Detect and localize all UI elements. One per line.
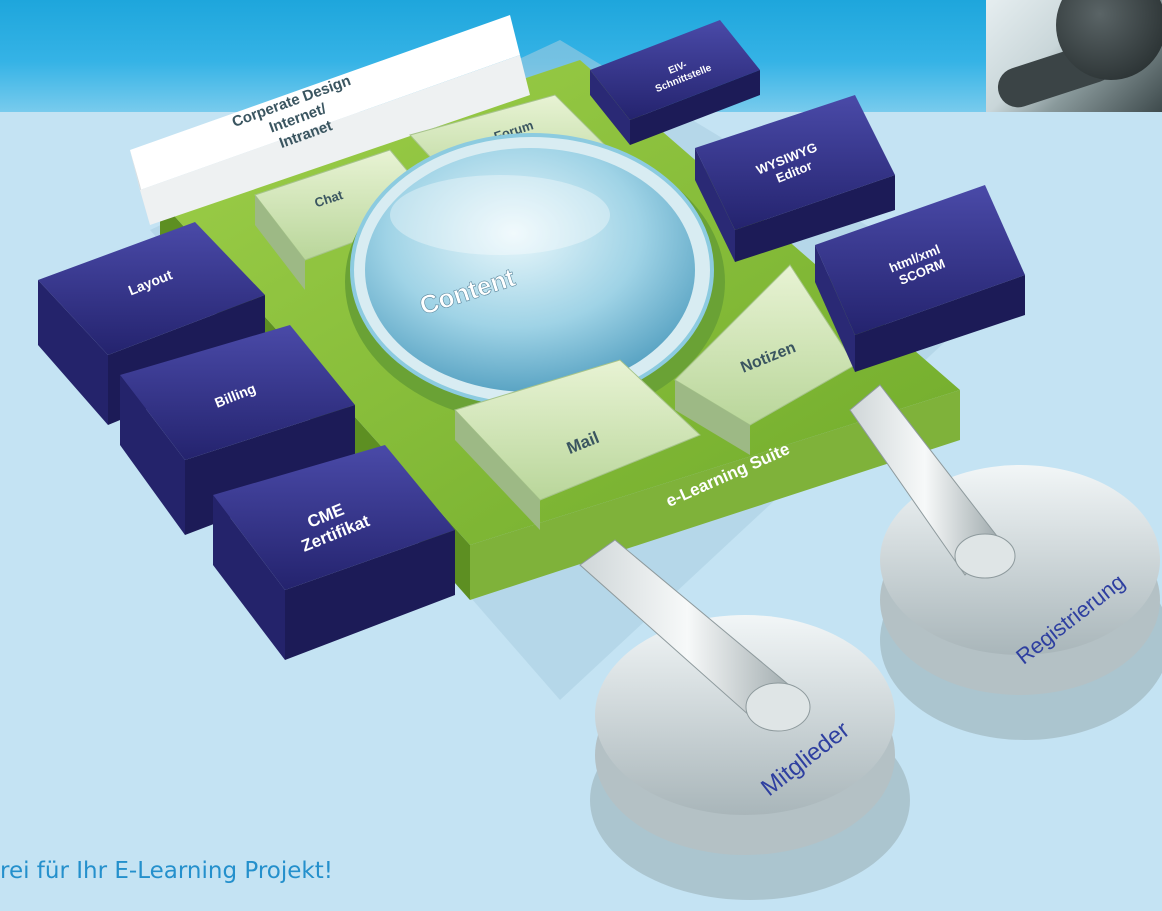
mitglieder-disc: Mitglieder <box>590 615 910 900</box>
module-corporate-design: Corperate Design Internet/ Intranet <box>130 15 530 225</box>
photo-thumbnail <box>986 0 1162 112</box>
module-cme: CME Zertifikat <box>213 445 455 660</box>
module-wysiwyg: WYSIWYG Editor <box>695 95 895 262</box>
module-eiv: EIV- Schnittstelle <box>590 20 760 145</box>
board-front <box>470 390 960 600</box>
mitglieder-lever <box>579 539 811 732</box>
module-html-scorm: html/xml SCORM <box>815 185 1025 372</box>
registrierung-disc: Registrierung <box>880 465 1162 740</box>
registrierung-lever <box>849 384 1016 579</box>
svg-text:CME Zertifikat: CME Zertifikat <box>291 493 372 556</box>
module-chat: Chat <box>254 149 441 290</box>
tagline-text: rei für Ihr E-Learning Projekt! <box>0 858 333 884</box>
module-mail: Mail <box>454 359 701 530</box>
content-lens: Content <box>345 133 725 424</box>
